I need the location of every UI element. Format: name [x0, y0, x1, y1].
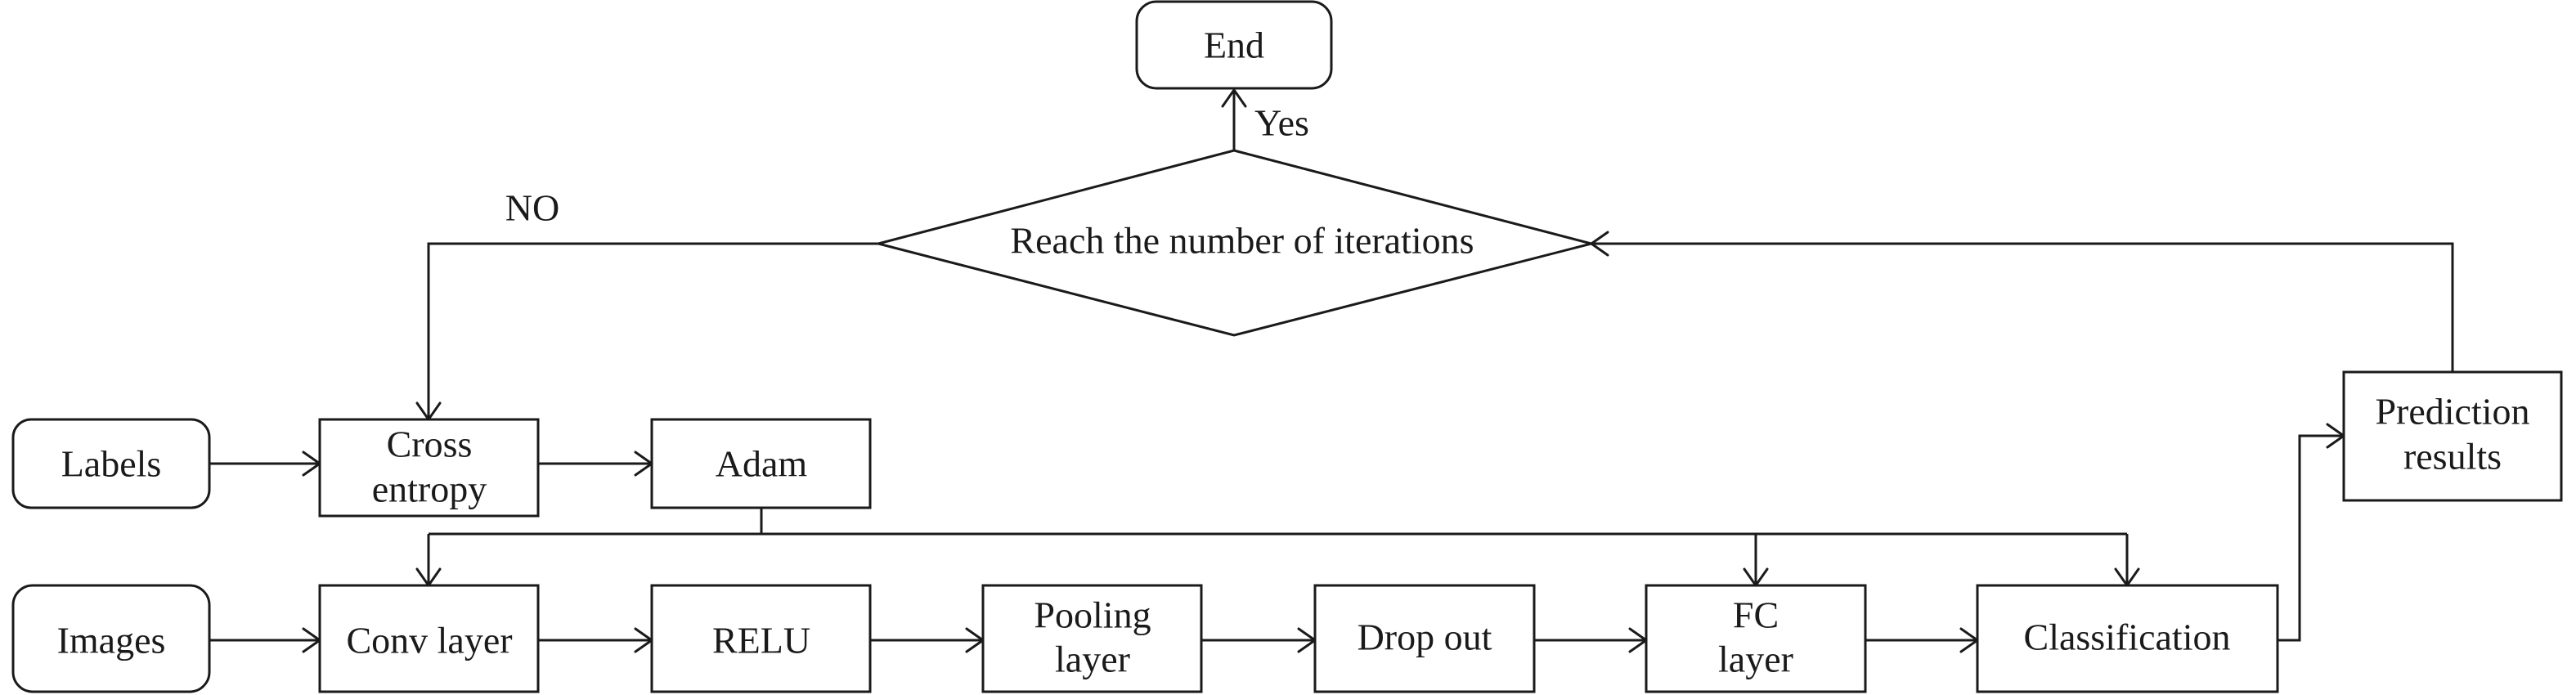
conv-layer-node: Conv layer [318, 584, 540, 693]
drop-out-node: Drop out [1313, 584, 1536, 693]
edge-labels-to-cross-entropy [209, 451, 321, 477]
labels-label: Labels [61, 443, 162, 485]
adam-node: Adam [650, 418, 872, 509]
pooling-layer-label-line-1: Pooling [1034, 594, 1151, 636]
end-label: End [1204, 25, 1264, 66]
edge-drop-out-to-fc-layer [1534, 627, 1648, 653]
classification-node: Classification [1976, 584, 2279, 693]
adam-label: Adam [716, 443, 808, 485]
cross-entropy-label-line-2: entropy [372, 469, 487, 510]
cross-entropy-label-line-1: Cross [387, 424, 473, 465]
edge-pooling-layer-to-drop-out [1201, 627, 1317, 653]
edge-conv-layer-to-relu [538, 627, 653, 653]
edge-fc-layer-to-classification [1865, 627, 1979, 653]
classification-label: Classification [2024, 617, 2231, 658]
images-node: Images [11, 584, 211, 693]
labels-node: Labels [11, 418, 211, 509]
edge-decision-to-end: Yes [1221, 88, 1309, 150]
fc-layer-label-line-1: FC [1733, 594, 1779, 636]
edge-images-to-conv-layer [209, 627, 321, 653]
edge-adam-to-classification [2114, 534, 2140, 587]
edge-decision-to-cross-entropy: NO [415, 187, 878, 421]
conv-layer-label: Conv layer [346, 620, 512, 661]
no-label: NO [505, 187, 559, 229]
relu-label: RELU [712, 620, 810, 661]
edge-adam-bus [429, 508, 2127, 536]
fc-layer-node: FC layer [1645, 584, 1867, 693]
decision-label: Reach the number of iterations [1010, 220, 1474, 262]
pooling-layer-node: Pooling layer [981, 584, 1203, 693]
prediction-results-label-line-1: Prediction [2375, 391, 2529, 433]
relu-node: RELU [650, 584, 872, 693]
fc-layer-label-line-2: layer [1718, 639, 1793, 680]
cross-entropy-node: Cross entropy [318, 418, 540, 518]
prediction-results-node: Prediction results [2342, 370, 2563, 502]
edge-adam-to-conv-layer [415, 534, 442, 587]
end-node: End [1135, 0, 1333, 90]
edge-cross-entropy-to-adam [538, 451, 653, 477]
drop-out-label: Drop out [1358, 617, 1492, 658]
decision-node: Reach the number of iterations [873, 149, 1596, 337]
edge-adam-to-fc-layer [1743, 534, 1769, 587]
prediction-results-label-line-2: results [2403, 436, 2502, 478]
edge-classification-to-prediction [2278, 423, 2345, 642]
yes-label: Yes [1254, 102, 1309, 144]
pooling-layer-label-line-2: layer [1055, 639, 1130, 680]
images-label: Images [57, 620, 166, 661]
edge-relu-to-pooling-layer [870, 627, 985, 653]
edge-prediction-to-decision [1590, 231, 2454, 372]
